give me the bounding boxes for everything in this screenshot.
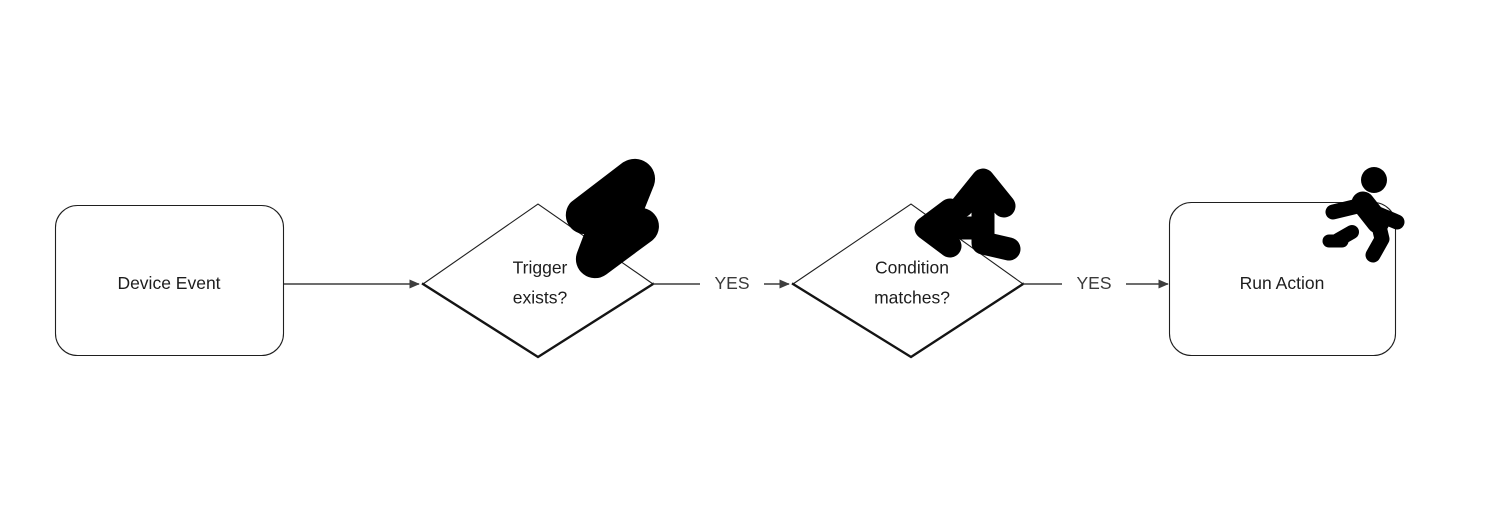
running-person-front-leg [1365,214,1390,263]
branch-arrow-left-head [914,198,962,258]
device-event-box-fill [55,205,284,356]
run-action-box-outline [1168,201,1397,357]
node-condition-matches[interactable]: Condition matches? [791,168,1025,359]
edge-label-yes-2: YES [1076,273,1111,293]
trigger-label-line1: Trigger [513,258,568,278]
node-run-action[interactable]: Run Action [1168,167,1405,357]
running-person-back-arm [1325,197,1370,220]
condition-label-line1: Condition [875,258,949,278]
node-trigger-exists[interactable]: Trigger exists? [421,158,659,359]
running-person-icon [1322,167,1405,263]
device-event-box-outline [54,204,285,357]
trigger-label-line2: exists? [513,288,568,308]
branch-arrow-up-head [950,168,1016,218]
condition-label-line2: matches? [874,288,950,308]
lightning-bolt-icon [565,158,659,279]
running-person-head [1361,167,1387,193]
edge-condition-to-action: YES [1023,273,1169,293]
run-action-label: Run Action [1240,273,1325,293]
condition-diamond-outline-bottom [791,282,1025,359]
branch-arrow-icon [914,168,1021,261]
edge-trigger-to-condition: YES [653,273,790,293]
lightning-bolt-shape [565,158,659,279]
trigger-diamond-outline-bottom [421,282,655,359]
trigger-diamond-fill [423,204,653,357]
branch-arrow-stem [971,174,1021,261]
device-event-label: Device Event [117,273,220,293]
condition-diamond-outline-top [792,203,1024,285]
edge-label-yes-1: YES [714,273,749,293]
node-device-event[interactable]: Device Event [54,204,285,357]
